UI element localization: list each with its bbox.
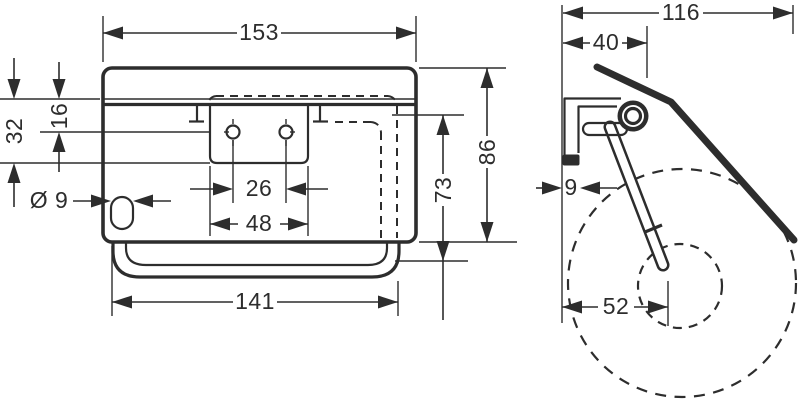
dimension-plate-depth: 9: [536, 174, 617, 200]
dimension-hole-spacing: 26: [190, 140, 328, 203]
dimension-hole-diameter: Ø 9: [30, 187, 171, 213]
arrowhead: [91, 194, 111, 208]
arrowhead: [378, 295, 398, 309]
dimension-plate-height: 86: [419, 67, 517, 243]
bracket-inner-edge: [577, 105, 617, 153]
arrowhead: [480, 222, 494, 242]
bracket-outline: [208, 104, 310, 165]
arrowhead: [210, 217, 230, 231]
hidden-flap-outline: [207, 95, 398, 238]
bar-width-label: 141: [235, 288, 275, 314]
hidden-corner: [370, 121, 382, 133]
cover-flap: [593, 63, 798, 244]
arm-rung: [644, 223, 663, 234]
dimension-front-offset: 40: [563, 26, 648, 78]
arrowhead: [288, 217, 308, 231]
dimension-flap-height: 73: [392, 114, 468, 320]
mounting-slot: [109, 195, 135, 231]
bracket-outer-edge: [563, 97, 621, 161]
arrowhead: [7, 79, 21, 99]
arrowhead: [562, 300, 582, 314]
arrowhead: [480, 68, 494, 88]
arrowhead: [436, 115, 450, 135]
pivot-pin: [623, 106, 643, 126]
roll-core-outline: [636, 242, 724, 330]
arrowhead: [436, 241, 450, 261]
arrowhead: [112, 295, 132, 309]
flap-bar-front: [111, 243, 401, 279]
arrowhead: [52, 79, 66, 99]
arrowhead: [52, 132, 66, 152]
hole-spacing-label: 26: [246, 175, 273, 201]
arrowhead: [773, 6, 793, 20]
arrowhead: [103, 26, 123, 40]
side-view: 116 40 9 52: [536, 0, 798, 399]
dimension-front-width: 153: [102, 16, 417, 62]
dimension-depth: 116: [563, 0, 794, 34]
hole-diameter-label: Ø 9: [30, 187, 69, 213]
roll-center-offset-label: 52: [603, 293, 630, 319]
arrowhead: [7, 163, 21, 183]
front-view: 153 32 16 Ø 9: [0, 16, 517, 320]
mounting-bracket: [189, 104, 328, 165]
spindle-arm: [603, 120, 670, 272]
arrowhead: [133, 194, 153, 208]
front-width-label: 153: [239, 19, 279, 45]
bracket-foot: [562, 154, 580, 166]
dimension-rail-offset: 16: [40, 62, 210, 172]
depth-label: 116: [662, 0, 700, 25]
arm-fill: [606, 123, 667, 269]
arrowhead: [627, 36, 647, 50]
dimension-bar-width: 141: [111, 246, 399, 316]
wall-plate-outline: [101, 66, 418, 244]
plate-offset-label: 32: [1, 118, 27, 145]
arrowhead: [396, 26, 416, 40]
arrowhead: [563, 36, 583, 50]
hidden-corner: [207, 95, 217, 105]
bracket-width-label: 48: [246, 210, 273, 236]
arrowhead: [542, 181, 562, 195]
flap-bar-outer: [111, 243, 401, 279]
flap-bar-inner: [124, 243, 389, 267]
plate-depth-label: 9: [564, 174, 577, 200]
front-offset-label: 40: [593, 29, 620, 55]
pivot-knuckle: [617, 100, 649, 132]
paper-roll-outline: [566, 167, 798, 399]
arrowhead: [563, 6, 583, 20]
dimension-bracket-width: 48: [209, 166, 309, 236]
plate-height-label: 86: [474, 139, 500, 166]
arrowhead: [213, 182, 233, 196]
dimension-roll-center-offset: 52: [562, 281, 669, 326]
flap-height-label: 73: [430, 177, 456, 204]
rail-offset-label: 16: [46, 103, 72, 130]
dimension-plate-offset: 32: [0, 58, 210, 207]
arrowhead: [648, 300, 668, 314]
arrowhead: [286, 182, 306, 196]
arrowhead: [580, 181, 600, 195]
